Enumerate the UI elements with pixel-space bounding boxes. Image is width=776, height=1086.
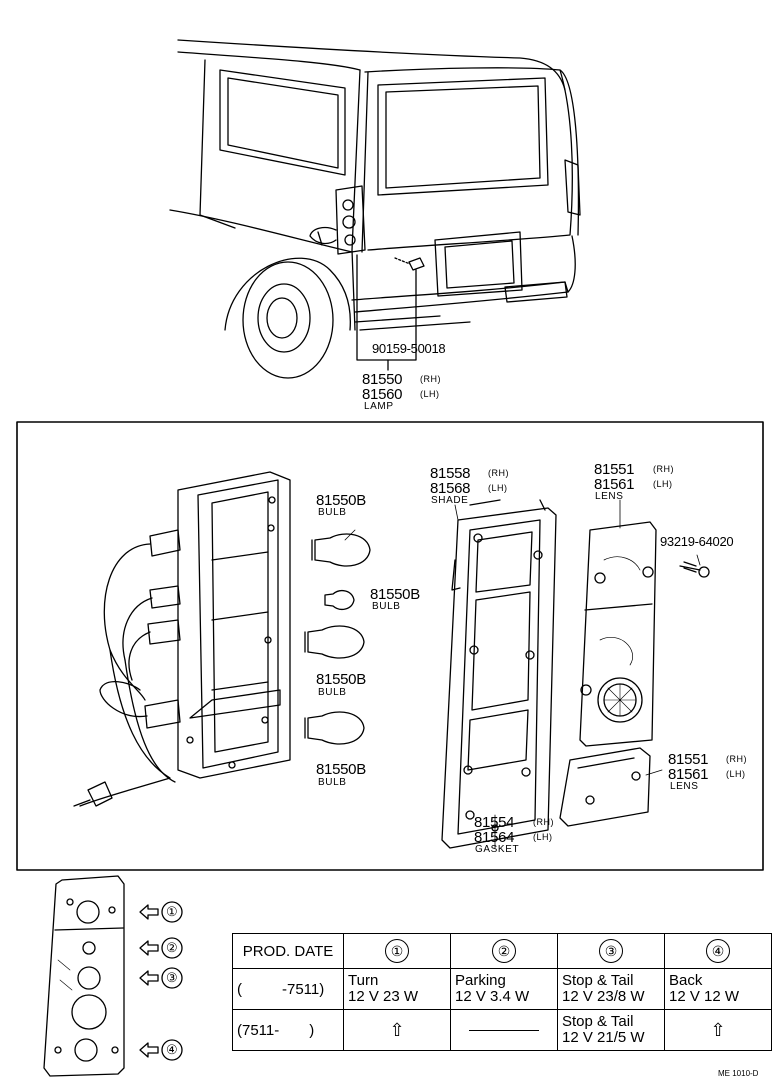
bulb-2-caption: BULB	[372, 601, 401, 612]
callout-3: ③	[166, 970, 178, 985]
bulb-4	[304, 711, 365, 745]
screw-lens	[679, 561, 710, 578]
lamp-rh-side: (RH)	[420, 374, 441, 384]
row1-prod-date: (-7511)	[232, 968, 344, 1010]
gasket-rh-side: (RH)	[533, 817, 554, 827]
lamp-rh-part-number: 81550	[362, 371, 403, 388]
header-col-3: ③	[557, 933, 665, 969]
bulb-4-caption: BULB	[318, 777, 347, 788]
row2-col-1: ⇧	[343, 1009, 451, 1051]
footer-code: ME 1010-D	[718, 1069, 759, 1078]
callout-4: ④	[166, 1042, 178, 1057]
shade-part	[441, 499, 557, 849]
same-as-above-icon: ⇧	[389, 1019, 405, 1040]
bulb-4-part-number: 81550B	[316, 761, 366, 778]
lamp-front-view	[43, 875, 125, 1077]
lens-upper-caption: LENS	[595, 491, 624, 502]
bulb-1-caption: BULB	[318, 507, 347, 518]
same-as-above-icon: ⇧	[710, 1019, 726, 1040]
bulb-3-part-number: 81550B	[316, 671, 366, 688]
header-col-1: ①	[343, 933, 451, 969]
lens-lower-lh-side: (LH)	[726, 769, 746, 779]
shade-lh-part-number: 81568	[430, 480, 471, 497]
lens-upper-lh-side: (LH)	[653, 479, 673, 489]
detail-box	[16, 421, 764, 871]
lens-upper-rh-side: (RH)	[653, 464, 674, 474]
lens-upper	[579, 521, 657, 747]
lamp-housing	[73, 471, 291, 807]
gasket-lh-side: (LH)	[533, 832, 553, 842]
shade-rh-side: (RH)	[488, 468, 509, 478]
lens-upper-lh-part-number: 81561	[594, 476, 635, 493]
row2-col-4: ⇧	[664, 1009, 772, 1051]
screw-part-number: 90159-50018	[372, 341, 446, 356]
callout-arrows	[139, 901, 183, 1061]
lamp-caption: LAMP	[364, 401, 394, 412]
lens-lower-lh-part-number: 81561	[668, 766, 709, 783]
bulb-3	[304, 625, 365, 659]
bulb-2-part-number: 81550B	[370, 586, 420, 603]
row2-prod-date: (7511-)	[232, 1009, 344, 1051]
lens-lower-caption: LENS	[670, 781, 699, 792]
callout-2: ②	[166, 940, 178, 955]
lens-lower-rh-part-number: 81551	[668, 751, 709, 768]
lens-upper-rh-part-number: 81551	[594, 461, 635, 478]
screw-lens-part-number: 93219-64020	[660, 534, 734, 549]
gasket-caption: GASKET	[475, 844, 520, 855]
shade-lh-side: (LH)	[488, 483, 508, 493]
lamp-lh-part-number: 81560	[362, 386, 403, 403]
van-illustration	[169, 39, 581, 379]
bulb-2	[324, 589, 355, 611]
bulb-1	[311, 533, 371, 567]
bulb-3-caption: BULB	[318, 687, 347, 698]
callout-1: ①	[166, 904, 178, 919]
header-col-2: ②	[450, 933, 558, 969]
not-applicable-dash	[469, 1030, 539, 1032]
lens-lower	[559, 747, 651, 827]
shade-rh-part-number: 81558	[430, 465, 471, 482]
shade-caption: SHADE	[431, 495, 469, 506]
bulb-1-part-number: 81550B	[316, 492, 366, 509]
header-col-4: ④	[664, 933, 772, 969]
row2-col-2	[450, 1009, 558, 1051]
gasket-rh-part-number: 81554	[474, 814, 515, 831]
table-header-row: PROD. DATE ① ② ③ ④	[232, 933, 772, 969]
lens-lower-rh-side: (RH)	[726, 754, 747, 764]
lamp-lh-side: (LH)	[420, 389, 440, 399]
gasket-lh-part-number: 81564	[474, 829, 515, 846]
header-prod-date: PROD. DATE	[232, 933, 344, 969]
